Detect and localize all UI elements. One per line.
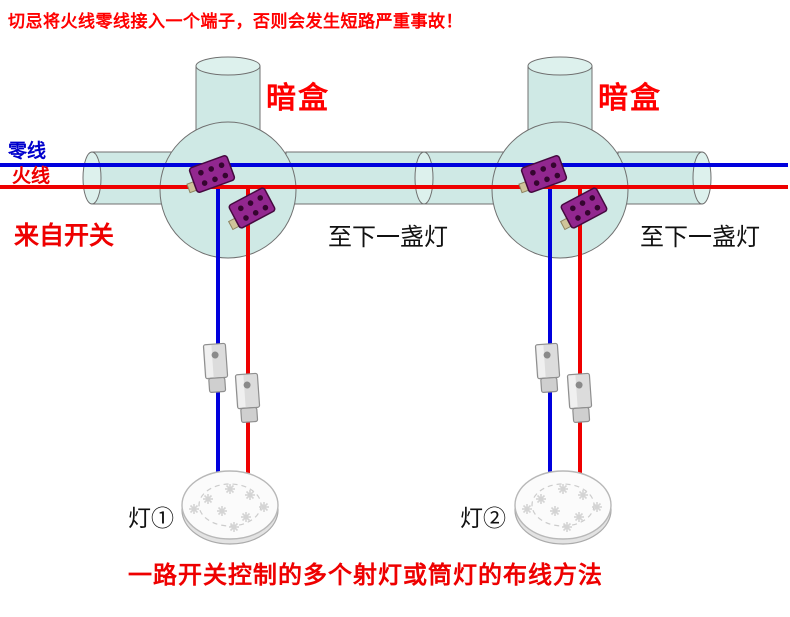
inline-connector-lamp2-live (566, 372, 594, 424)
downlight-lamp-1 (182, 471, 278, 544)
diagram-title: 一路开关控制的多个射灯或筒灯的布线方法 (128, 562, 603, 589)
live-wire-red (0, 185, 788, 480)
to-next-lamp-1-label: 至下一盏灯 (328, 224, 448, 251)
inline-connector-lamp2-neutral (534, 342, 562, 394)
inline-connector-lamp1-neutral (202, 342, 230, 394)
junction-box-1-label: 暗盒 (266, 82, 330, 115)
inline-connector-lamp1-live (234, 372, 262, 424)
lamp-2-label: 灯② (460, 505, 506, 531)
warning-text: 切忌将火线零线接入一个端子，否则会发生短路严重事故！ (8, 12, 463, 31)
junction-box-2-label: 暗盒 (598, 82, 662, 115)
neutral-wire-blue (0, 163, 788, 476)
junction-box-1-right-pipe (285, 151, 436, 205)
live-wire-label: 火线 (12, 166, 51, 187)
junction-box-1 (82, 56, 297, 259)
from-switch-label: 来自开关 (14, 222, 115, 250)
to-next-lamp-2-label: 至下一盏灯 (640, 224, 760, 251)
neutral-wire-label: 零线 (8, 141, 47, 162)
downlight-lamp-2 (515, 471, 611, 544)
lamp-1-label: 灯① (128, 505, 174, 531)
junction-box-2-right-pipe (617, 151, 712, 205)
